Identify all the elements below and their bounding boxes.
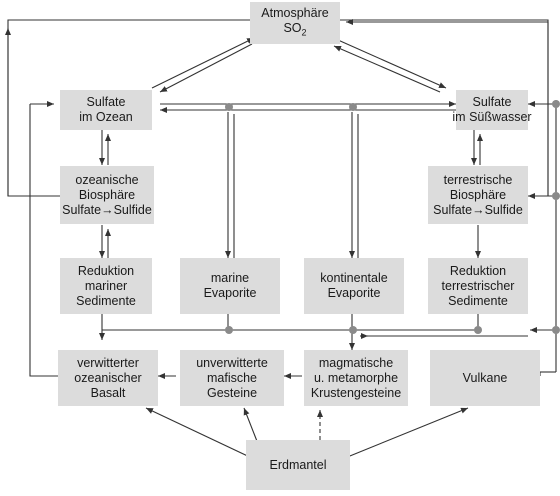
label-line: mafische — [206, 370, 258, 385]
label-line: marine — [210, 271, 250, 285]
node-cont-evap: kontinentale Evaporite — [304, 258, 404, 314]
label-line: kontinentale — [320, 271, 388, 285]
label-line: Sulfate — [472, 95, 512, 109]
label-line: terrestrische — [443, 172, 513, 187]
label-line: Krustengesteine — [310, 385, 402, 400]
node-sulfate-ocean: Sulfate im Ozean — [60, 90, 152, 130]
junction-dot — [349, 103, 357, 111]
junction-dot — [552, 192, 560, 200]
node-atmosphere: Atmosphäre SO2 — [250, 2, 340, 44]
label-line: Sulfate→Sulfide — [62, 202, 152, 217]
junction-dot — [225, 103, 233, 111]
label-line: Biosphäre — [78, 187, 136, 202]
node-magmatic: magmatische u. metamorphe Krustengestein… — [304, 350, 408, 406]
node-weathered-basalt: verwitterter ozeanischer Basalt — [58, 350, 158, 406]
label-line: ozeanischer — [74, 370, 142, 385]
label-line: SO — [283, 20, 302, 35]
node-bio-ocean: ozeanische Biosphäre Sulfate→Sulfide — [60, 166, 154, 224]
label-line: unverwitterte — [196, 355, 268, 370]
junction-dot — [552, 326, 560, 334]
label-line: terrestrischer — [441, 278, 515, 293]
label-line: SO2 — [283, 21, 306, 41]
label-line: im Ozean — [79, 110, 133, 124]
label-line: Vulkane — [462, 370, 508, 385]
label-line: u. metamorphe — [313, 370, 399, 385]
node-red-marine: Reduktion mariner Sedimente — [60, 258, 152, 314]
label-line: Sulfate→Sulfide — [433, 202, 523, 217]
node-red-terr: Reduktion terrestrischer Sedimente — [428, 258, 528, 314]
label-line: mariner — [84, 278, 128, 293]
label-line: Basalt — [90, 385, 126, 400]
node-volcanoes: Vulkane — [430, 350, 540, 406]
label-line: Sulfate — [86, 95, 126, 109]
label-line: Reduktion — [449, 263, 507, 278]
label-line: magmatische — [318, 355, 394, 370]
junction-dot — [349, 326, 357, 334]
label-line: ozeanische — [75, 172, 139, 187]
label-line: Sedimente — [448, 293, 508, 308]
label-line: 2 — [301, 27, 307, 38]
junction-dot — [552, 100, 560, 108]
label-line: verwitterter — [77, 355, 139, 370]
node-sulfate-fresh: Sulfate im Süßwasser — [452, 90, 532, 130]
label-line: Gesteine — [206, 385, 258, 400]
node-bio-terr: terrestrische Biosphäre Sulfate→Sulfide — [428, 166, 528, 224]
node-marine-evap: marine Evaporite — [180, 258, 280, 314]
label-line: Erdmantel — [269, 457, 327, 472]
label-line: Sedimente — [76, 293, 136, 308]
label-line: Evaporite — [203, 286, 257, 300]
label-line: Evaporite — [327, 286, 381, 300]
label-line: im Süßwasser — [452, 110, 532, 124]
label-line: Biosphäre — [449, 187, 507, 202]
node-mantle: Erdmantel — [246, 440, 350, 490]
node-unweathered: unverwitterte mafische Gesteine — [180, 350, 284, 406]
junction-dot — [225, 326, 233, 334]
junction-dot — [474, 326, 482, 334]
label-line: Reduktion — [77, 263, 135, 278]
label-line: Atmosphäre — [261, 5, 329, 20]
